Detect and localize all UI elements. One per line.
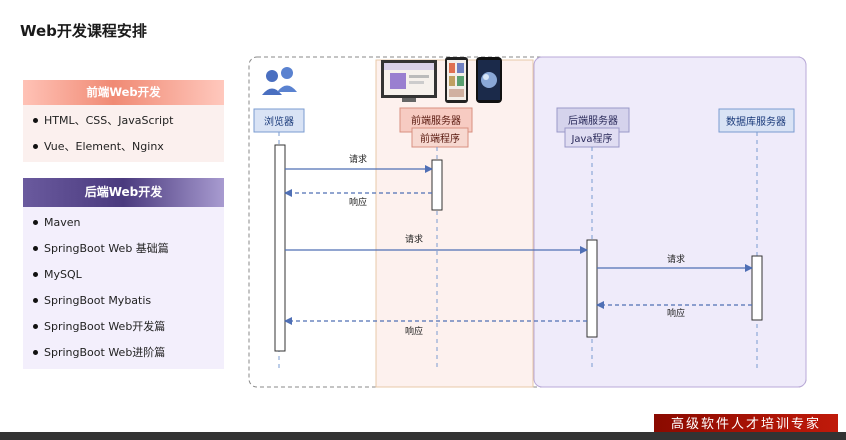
bullet-icon bbox=[33, 245, 38, 251]
backend-activation bbox=[586, 239, 598, 338]
frontend-server-label: 前端服务器 bbox=[411, 114, 461, 127]
response-label-3: 响应 bbox=[405, 325, 423, 337]
request-label-3: 请求 bbox=[667, 253, 685, 265]
bullet-icon bbox=[33, 271, 38, 277]
bottom-strip bbox=[0, 432, 846, 440]
browser-activation bbox=[274, 144, 286, 352]
java-program-box: Java程序 bbox=[564, 127, 620, 148]
list-item: SpringBoot Mybatis bbox=[23, 288, 224, 314]
request-label-1: 请求 bbox=[349, 153, 367, 165]
participant-db-server: 数据库服务器 bbox=[718, 108, 795, 133]
list-item: MySQL bbox=[23, 262, 224, 288]
users-icon bbox=[262, 67, 297, 95]
frontend-program-box: 前端程序 bbox=[411, 127, 469, 148]
java-program-label: Java程序 bbox=[570, 132, 612, 145]
laptop-icon bbox=[381, 60, 437, 102]
db-activation bbox=[751, 255, 763, 321]
backend-item-list: Maven SpringBoot Web 基础篇 MySQL SpringBoo… bbox=[23, 207, 224, 369]
brand-watermark: 高级软件人才培训专家 bbox=[654, 414, 838, 436]
db-server-label: 数据库服务器 bbox=[726, 115, 786, 128]
list-item: Vue、Element、Nginx bbox=[23, 134, 224, 160]
backend-course-panel: 后端Web开发 Maven SpringBoot Web 基础篇 MySQL S… bbox=[23, 178, 224, 369]
bullet-icon bbox=[33, 117, 38, 123]
response-label-2: 响应 bbox=[667, 307, 685, 319]
bullet-icon bbox=[33, 297, 38, 303]
list-item: SpringBoot Web进阶篇 bbox=[23, 340, 224, 366]
response-label-1: 响应 bbox=[349, 196, 367, 208]
frontend-course-panel: 前端Web开发 HTML、CSS、JavaScript Vue、Element、… bbox=[23, 80, 224, 162]
request-label-2: 请求 bbox=[405, 233, 423, 245]
backend-server-label: 后端服务器 bbox=[568, 114, 618, 127]
frontend-item-list: HTML、CSS、JavaScript Vue、Element、Nginx bbox=[23, 105, 224, 162]
backend-region bbox=[533, 56, 807, 388]
page-title: Web开发课程安排 bbox=[20, 22, 147, 40]
bullet-icon bbox=[33, 143, 38, 149]
participant-browser: 浏览器 bbox=[253, 108, 305, 133]
bullet-icon bbox=[33, 219, 38, 225]
tablet-icon bbox=[476, 57, 502, 103]
bullet-icon bbox=[33, 349, 38, 355]
backend-panel-header: 后端Web开发 bbox=[23, 178, 224, 207]
phone-icon bbox=[445, 57, 468, 103]
frontend-activation bbox=[431, 159, 443, 211]
list-item: Maven bbox=[23, 210, 224, 236]
browser-label: 浏览器 bbox=[264, 115, 294, 128]
list-item: HTML、CSS、JavaScript bbox=[23, 108, 224, 134]
bullet-icon bbox=[33, 323, 38, 329]
frontend-program-label: 前端程序 bbox=[420, 132, 460, 145]
frontend-panel-header: 前端Web开发 bbox=[23, 80, 224, 105]
list-item: SpringBoot Web开发篇 bbox=[23, 314, 224, 340]
list-item: SpringBoot Web 基础篇 bbox=[23, 236, 224, 262]
